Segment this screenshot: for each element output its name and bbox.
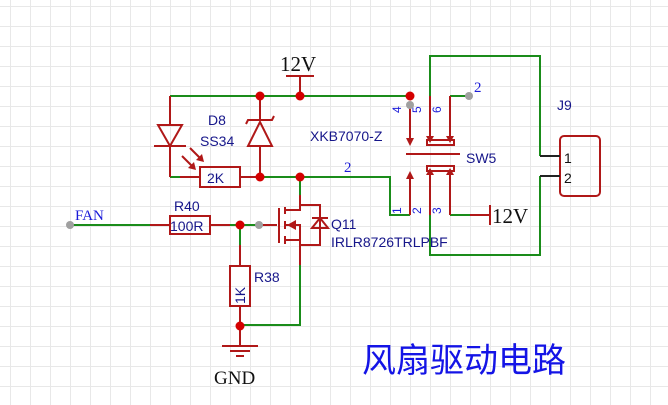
led — [154, 96, 204, 177]
wire-sw-j9-2 — [429, 176, 541, 256]
schematic-title: 风扇驱动电路 — [362, 341, 566, 381]
sw5-pin-3: 3 — [430, 207, 444, 214]
resistor-r40-ref: R40 — [174, 198, 200, 214]
j9-pin-1: 1 — [564, 150, 572, 166]
diode-d8-ref: D8 — [208, 112, 226, 128]
junction — [295, 172, 305, 182]
resistor-r40-value: 100R — [170, 218, 203, 234]
net-label-2-top: 2 — [474, 80, 482, 96]
sw5-pin-4: 4 — [390, 106, 404, 113]
pin-endpoint — [255, 221, 263, 229]
junction — [255, 91, 265, 101]
net-label-fan: FAN — [75, 208, 104, 224]
gnd-label: GND — [214, 368, 255, 389]
switch-sw5: 4 5 6 1 2 3 XKB7070-Z SW5 — [310, 96, 497, 215]
power-12v-right-label: 12V — [492, 204, 528, 228]
junctions — [66, 91, 473, 331]
pin-endpoint — [465, 92, 473, 100]
mosfet-q11-ref: Q11 — [331, 216, 357, 232]
resistor-r38-value: 1K — [232, 286, 248, 304]
power-12v-top-label: 12V — [280, 52, 316, 76]
junction — [255, 172, 265, 182]
wire-sw-j9-1 — [429, 55, 541, 156]
j9-pin-2: 2 — [564, 170, 572, 186]
diode-d8: D8 SS34 — [200, 96, 275, 177]
resistor-2k-value: 2K — [207, 170, 225, 186]
resistor-r38: 1K R38 — [229, 245, 280, 326]
sw5-pin-2: 2 — [410, 207, 424, 214]
sw5-pin-1: 1 — [390, 207, 404, 214]
connector-j9: 1 2 J9 — [540, 97, 601, 197]
resistor-2k: 2K — [180, 166, 260, 188]
junction — [405, 91, 415, 101]
junction — [295, 91, 305, 101]
pin-endpoint — [66, 221, 74, 229]
sw5-value: XKB7070-Z — [310, 128, 383, 144]
power-12v-right: 12V — [470, 204, 528, 228]
diode-d8-value: SS34 — [200, 133, 234, 149]
resistor-r38-ref: R38 — [254, 269, 280, 285]
power-12v-top: 12V — [280, 52, 316, 96]
sw5-ref: SW5 — [466, 150, 497, 166]
junction — [235, 220, 245, 230]
wire-net2 — [240, 176, 410, 216]
mosfet-q11: Q11 IRLR8726TRLPBF — [260, 195, 448, 265]
pin-endpoint — [406, 101, 414, 109]
j9-ref: J9 — [557, 97, 572, 113]
net-label-2-mid: 2 — [344, 160, 352, 176]
ground-symbol: GND — [214, 326, 258, 389]
wire-source-gnd — [240, 265, 301, 326]
sw5-pin-5: 5 — [410, 106, 424, 113]
mosfet-q11-value: IRLR8726TRLPBF — [331, 234, 448, 250]
resistor-r40: R40 100R — [150, 198, 230, 235]
junction — [235, 321, 245, 331]
sw5-pin-6: 6 — [430, 106, 444, 113]
